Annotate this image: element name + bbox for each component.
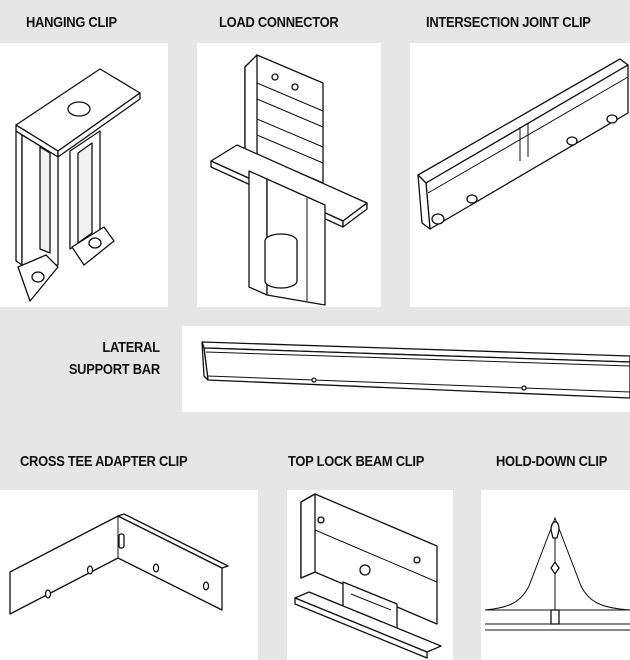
lateral-support-bar-label-line2: SUPPORT BAR — [68, 361, 160, 378]
load-connector-image — [197, 43, 381, 307]
intersection-joint-clip-image — [410, 43, 630, 307]
top-lock-beam-clip-label: TOP LOCK BEAM CLIP — [288, 453, 425, 470]
cross-tee-adapter-clip-image — [0, 490, 258, 660]
intersection-joint-clip-label: INTERSECTION JOINT CLIP — [426, 14, 591, 31]
load-connector-label: LOAD CONNECTOR — [219, 14, 339, 31]
cross-tee-adapter-clip-label: CROSS TEE ADAPTER CLIP — [20, 453, 188, 470]
top-lock-beam-clip-image — [287, 490, 453, 660]
hanging-clip-image — [0, 43, 168, 307]
lateral-support-bar-image — [182, 326, 630, 412]
hold-down-clip-image — [481, 490, 630, 660]
hanging-clip-label: HANGING CLIP — [26, 14, 117, 31]
lateral-support-bar-label-line1: LATERAL — [102, 339, 161, 356]
hold-down-clip-label: HOLD-DOWN CLIP — [496, 453, 608, 470]
